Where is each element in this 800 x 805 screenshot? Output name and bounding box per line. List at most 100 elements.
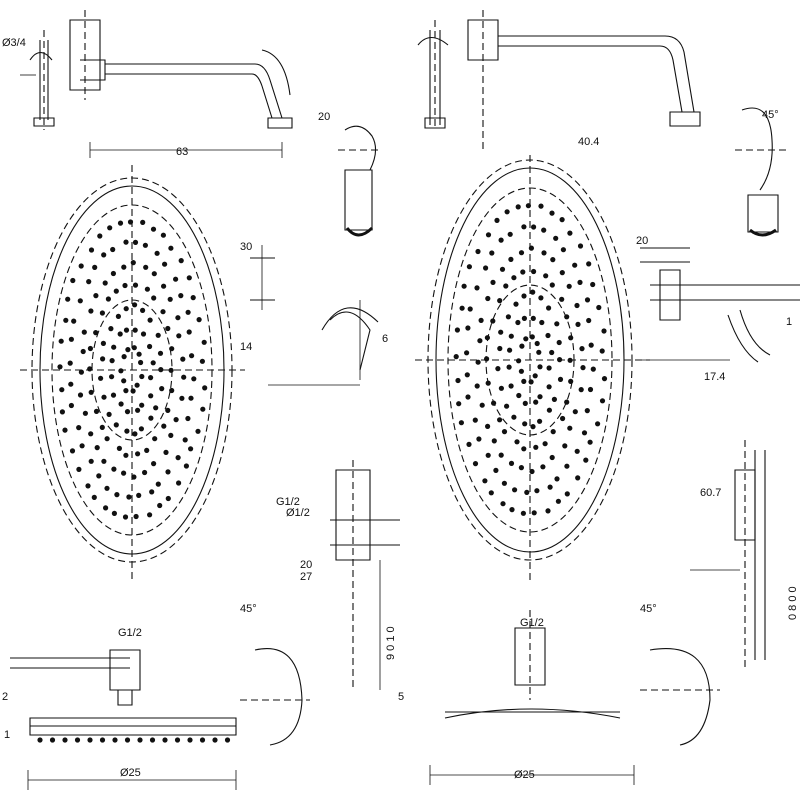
nozzle-dot — [568, 335, 574, 341]
nozzle-dot — [109, 374, 115, 380]
nozzle-dot — [545, 508, 551, 514]
nozzle-dot — [504, 209, 510, 215]
nozzle-dot — [484, 335, 490, 341]
mid-14-label: 14 — [240, 341, 252, 353]
nozzle-dot — [559, 296, 565, 302]
nozzle-dot — [188, 395, 194, 401]
nozzle-dot — [497, 298, 503, 304]
nozzle-dot — [559, 270, 565, 276]
nozzle-dot — [518, 465, 525, 471]
nozzle-dot — [521, 224, 527, 230]
top-right-wall-arm-view: 40.4 45° — [417, 10, 790, 237]
nozzle-dot — [173, 417, 179, 423]
middle-ball-joint-detail: 30 14 6 — [240, 241, 388, 386]
nozzle-dot — [539, 319, 545, 326]
nozzle-dot — [133, 513, 139, 520]
nozzle-dot — [93, 408, 100, 414]
nozzle-dot — [525, 203, 532, 209]
bl-1-label: 1 — [4, 729, 10, 741]
tl-dia-label: Ø3/4 — [2, 37, 26, 49]
nozzle-dot — [99, 737, 106, 743]
nozzle-dot — [491, 438, 497, 444]
nozzle-dot — [483, 265, 489, 271]
nozzle-dot — [106, 411, 112, 417]
nozzle-dot — [114, 492, 120, 498]
nozzle-dot — [117, 220, 124, 226]
nozzle-dot — [554, 476, 560, 482]
nozzle-dot — [100, 356, 106, 362]
nozzle-dot — [123, 327, 130, 333]
nozzle-dot — [590, 366, 596, 372]
nozzle-dot — [477, 338, 483, 344]
nozzle-dot — [564, 491, 570, 497]
nozzle-dot — [522, 421, 528, 427]
nozzle-dot — [178, 258, 184, 264]
nozzle-dot — [577, 243, 584, 249]
nozzle-dot — [490, 318, 496, 324]
center-901-label: 9 0 1 0 — [385, 626, 397, 660]
nozzle-dot — [474, 285, 480, 291]
nozzle-dot — [160, 309, 166, 315]
nozzle-dot — [175, 455, 181, 461]
nozzle-dot — [564, 463, 570, 469]
nozzle-dot — [467, 306, 473, 312]
nozzle-dot — [475, 359, 481, 365]
nozzle-dot — [157, 350, 164, 356]
nozzle-dot — [69, 448, 76, 454]
nozzle-dot — [555, 498, 562, 504]
nozzle-dot — [148, 375, 154, 381]
nozzle-dot — [490, 279, 496, 285]
nozzle-dot — [74, 737, 81, 743]
nozzle-dot — [564, 314, 570, 320]
tl-pipe-length: 63 — [176, 146, 188, 158]
nozzle-dot — [196, 317, 202, 323]
nozzle-dot — [485, 295, 491, 302]
nozzle-dot — [155, 481, 161, 487]
nozzle-dot — [148, 415, 154, 421]
nozzle-dot — [132, 431, 138, 437]
nozzle-dot — [550, 429, 556, 435]
nozzle-dot — [195, 428, 201, 434]
nozzle-dot — [138, 359, 144, 366]
nozzle-dot — [147, 343, 153, 350]
nozzle-dot — [121, 354, 127, 360]
nozzle-dot — [508, 256, 514, 262]
nozzle-dot — [224, 737, 231, 743]
nozzle-dot — [531, 268, 537, 275]
nozzle-dot — [531, 510, 537, 516]
nozzle-dot — [67, 360, 73, 366]
nozzle-dot — [93, 293, 99, 299]
nozzle-dot — [107, 225, 113, 231]
nozzle-dot — [533, 444, 539, 450]
nozzle-dot — [110, 246, 116, 253]
nozzle-dot — [62, 737, 68, 743]
right-17-label: 17.4 — [704, 371, 725, 383]
nozzle-dot — [516, 358, 522, 364]
nozzle-dot — [538, 295, 544, 301]
nozzle-dot — [599, 348, 605, 354]
nozzle-dot — [174, 737, 181, 743]
nozzle-dot — [507, 231, 513, 237]
nozzle-dot — [59, 387, 65, 393]
nozzle-dot — [176, 333, 182, 339]
nozzle-dot — [587, 386, 594, 393]
bottom-left-nozzle-row — [37, 737, 231, 743]
nozzle-dot — [81, 329, 87, 335]
nozzle-dot — [514, 439, 520, 445]
nozzle-dot — [176, 480, 182, 486]
right-shower-head-front-view — [415, 155, 650, 580]
nozzle-dot — [554, 321, 560, 327]
nozzle-dot — [113, 422, 119, 428]
right-20-label: 20 — [636, 235, 648, 247]
nozzle-dot — [132, 327, 138, 333]
nozzle-dot — [601, 376, 608, 382]
nozzle-dot — [472, 461, 479, 467]
nozzle-dot — [121, 264, 127, 270]
nozzle-dot — [501, 480, 507, 486]
nozzle-dot — [521, 378, 527, 384]
nozzle-dot — [466, 441, 472, 447]
nozzle-dot — [68, 402, 74, 409]
nozzle-dot — [454, 327, 460, 333]
nozzle-dot — [596, 304, 602, 311]
nozzle-dot — [498, 452, 504, 458]
